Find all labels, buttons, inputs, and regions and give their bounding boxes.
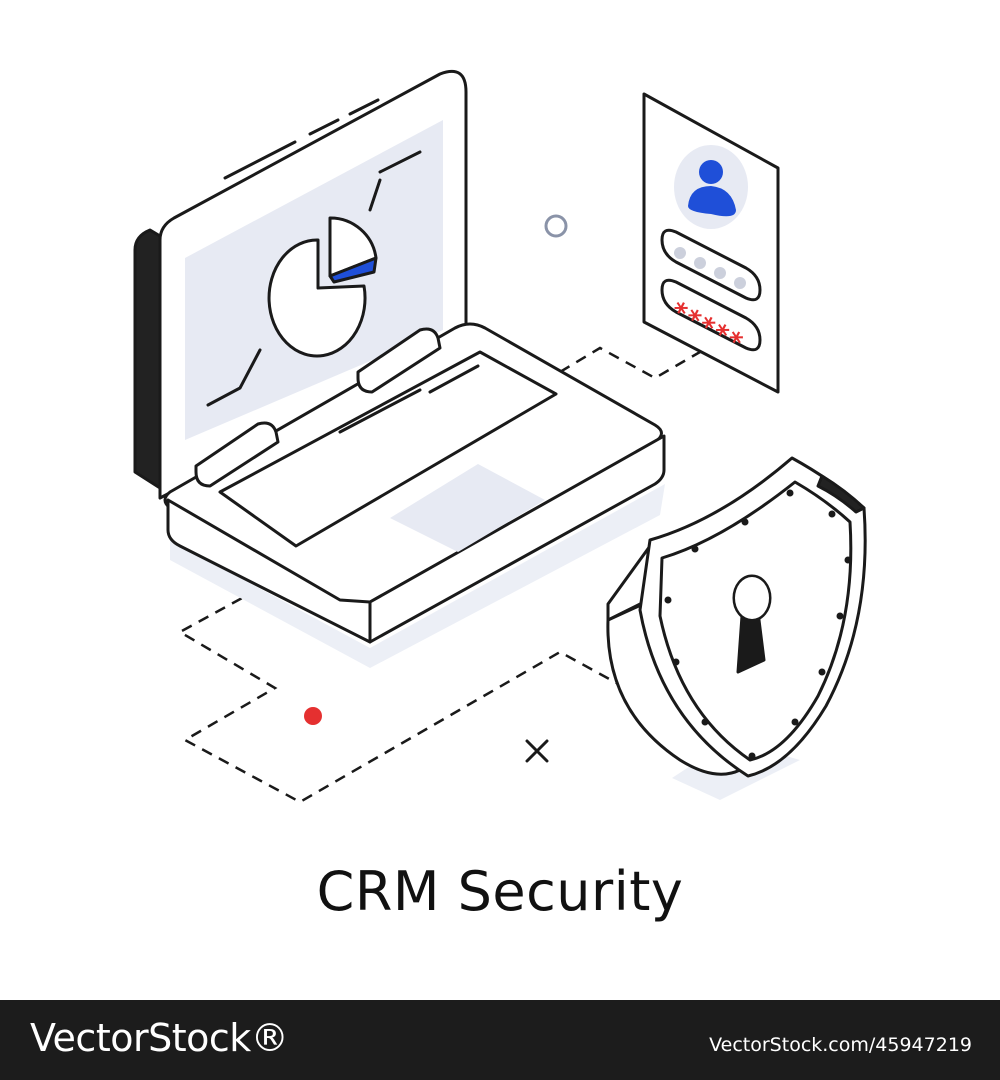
pie-chart-icon (267, 216, 378, 358)
login-card (642, 92, 780, 394)
laptop-hinges (194, 327, 442, 488)
laptop-base-side (368, 434, 666, 644)
footer-stock-id: VectorStock.com/45947219 (709, 1034, 972, 1056)
shield-icon (606, 456, 867, 778)
lid-dash (223, 98, 380, 180)
illustration: ***** (133, 69, 867, 804)
user-avatar-icon (688, 160, 736, 217)
caption-title: CRM Security (316, 860, 684, 923)
laptop-shadow (170, 484, 665, 668)
dashed-connectors (177, 346, 701, 804)
screen-line (206, 150, 422, 407)
laptop-lid-edge (133, 228, 162, 490)
touchpad (390, 464, 545, 552)
keyboard-dash (338, 364, 480, 434)
shield-dark-edge (816, 474, 866, 514)
illustration-canvas: ***** (133, 69, 867, 804)
decor-circle (544, 214, 568, 238)
keyhole-icon (732, 574, 772, 674)
shield-rivets (664, 489, 852, 760)
pie-chart-accent-slice (328, 256, 378, 284)
footer-brand: VectorStock® (30, 1016, 289, 1060)
decor-cross (525, 739, 549, 763)
footer-bar: VectorStock® VectorStock.com/45947219 (0, 1000, 1000, 1080)
username-dots (674, 247, 746, 289)
pie-chart-main-slice (267, 238, 367, 358)
decor-red-dot (304, 707, 322, 725)
keyboard-area (218, 350, 558, 548)
connector-laptop-to-card (559, 346, 701, 380)
password-field-icon (660, 278, 762, 352)
